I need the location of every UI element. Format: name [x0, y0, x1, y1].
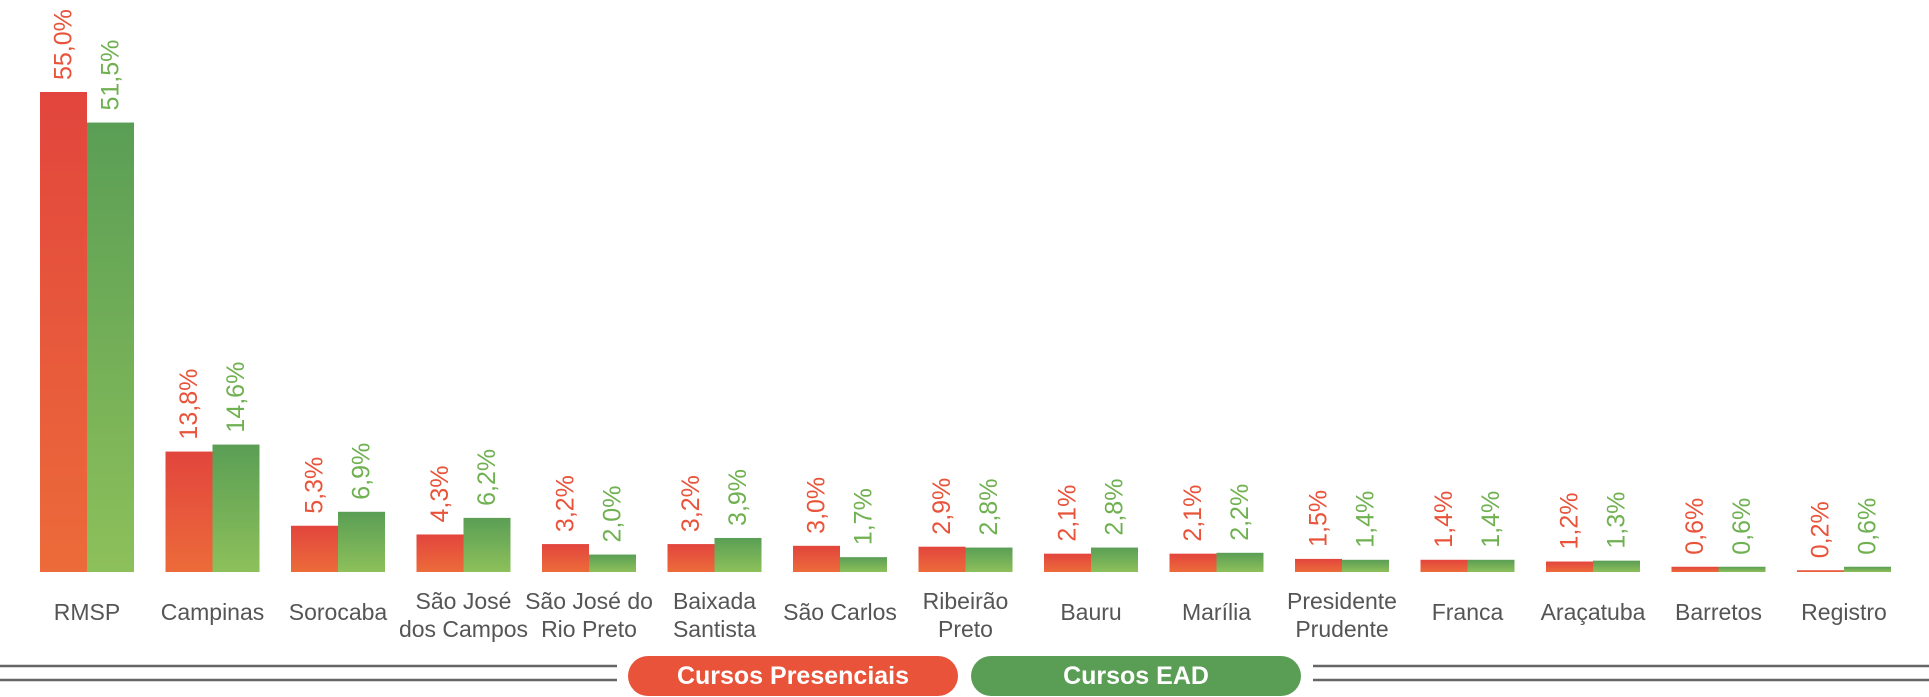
bar-ead-franca [1467, 559, 1515, 572]
value-label-presencial-rmsp: 55,0% [50, 9, 78, 80]
bar-ead-marilia [1216, 552, 1264, 572]
category-label-franca: Franca [1432, 599, 1504, 625]
value-label-presencial-aracatuba: 1,2% [1556, 493, 1584, 550]
legend-cursos-ead-label: Cursos EAD [1063, 661, 1209, 690]
value-label-presencial-sorocaba: 5,3% [301, 457, 329, 514]
value-label-ead-rmsp: 51,5% [97, 40, 125, 111]
category-label-barretos: Barretos [1675, 599, 1762, 625]
value-label-ead-sao-jose-dos-campos: 6,2% [473, 449, 501, 506]
legend-cursos-presenciais: Cursos Presenciais [628, 656, 958, 696]
bar-ead-sorocaba [338, 511, 385, 572]
bar-ead-barretos [1718, 566, 1766, 572]
bar-ead-rmsp [87, 122, 134, 572]
bar-ead-sao-carlos [840, 557, 887, 572]
value-label-presencial-baixada-santista: 3,2% [677, 475, 705, 532]
bar-presencial-barretos [1671, 566, 1719, 572]
value-labels-group: 55,0% 51,5% 13,8% 14,6% 5,3% 6,9% 4,3% 6,2% 3,2%… [50, 9, 1882, 558]
value-label-presencial-campinas: 13,8% [175, 369, 203, 440]
bar-ead-aracatuba [1593, 560, 1640, 572]
category-label-marilia: Marília [1182, 599, 1251, 625]
legend-cursos-ead: Cursos EAD [971, 656, 1301, 696]
value-label-presencial-sao-jose-do-rio-preto: 3,2% [552, 475, 580, 532]
bar-ead-presidente-prudente [1342, 559, 1389, 572]
bar-presencial-baixada-santista [667, 544, 715, 572]
value-label-ead-franca: 1,4% [1477, 491, 1505, 548]
category-label-sao-carlos: São Carlos [783, 599, 897, 625]
bar-presencial-bauru [1044, 553, 1091, 572]
value-label-presencial-sao-carlos: 3,0% [803, 477, 831, 534]
bar-presencial-sorocaba [291, 525, 338, 572]
bar-ead-bauru [1091, 547, 1138, 572]
value-label-ead-sao-carlos: 1,7% [850, 488, 878, 545]
bar-presencial-presidente-prudente [1295, 558, 1342, 572]
value-label-ead-baixada-santista: 3,9% [724, 469, 752, 526]
category-label-campinas: Campinas [161, 599, 265, 625]
value-label-ead-marilia: 2,2% [1226, 484, 1254, 541]
bar-presencial-franca [1420, 559, 1468, 572]
category-label-aracatuba: Araçatuba [1541, 599, 1646, 625]
category-label-bauru: Bauru [1060, 599, 1121, 625]
bar-presencial-registro [1797, 570, 1844, 572]
value-label-ead-campinas: 14,6% [222, 362, 250, 433]
bar-presencial-rmsp [40, 92, 87, 572]
value-label-ead-registro: 0,6% [1854, 498, 1882, 555]
value-label-presencial-ribeirao-preto: 2,9% [928, 478, 956, 535]
bar-presencial-sao-jose-do-rio-preto [542, 544, 589, 572]
legend-lines [0, 664, 1929, 682]
value-label-ead-presidente-prudente: 1,4% [1352, 491, 1380, 548]
category-label-registro: Registro [1801, 599, 1887, 625]
bar-ead-baixada-santista [714, 537, 762, 572]
value-label-presencial-registro: 0,2% [1807, 501, 1835, 558]
bar-ead-sao-jose-do-rio-preto [589, 554, 636, 572]
value-label-ead-ribeirao-preto: 2,8% [975, 479, 1003, 536]
bar-presencial-campinas [165, 451, 213, 572]
bar-presencial-sao-jose-dos-campos [416, 534, 464, 572]
bar-presencial-ribeirao-preto [918, 546, 966, 572]
bar-presencial-marilia [1169, 553, 1217, 572]
value-label-ead-sao-jose-do-rio-preto: 2,0% [599, 486, 627, 543]
category-label-rmsp: RMSP [54, 599, 120, 625]
value-label-ead-sorocaba: 6,9% [348, 443, 376, 500]
value-label-ead-aracatuba: 1,3% [1603, 492, 1631, 549]
bar-ead-ribeirao-preto [965, 547, 1013, 572]
value-label-presencial-marilia: 2,1% [1179, 485, 1207, 542]
bar-ead-campinas [212, 444, 260, 572]
bar-ead-sao-jose-dos-campos [463, 517, 511, 572]
legend-cursos-presenciais-label: Cursos Presenciais [676, 661, 910, 690]
category-label-sorocaba: Sorocaba [289, 599, 388, 625]
value-label-ead-bauru: 2,8% [1101, 479, 1129, 536]
value-label-presencial-sao-jose-dos-campos: 4,3% [426, 465, 454, 522]
value-label-presencial-presidente-prudente: 1,5% [1305, 490, 1333, 547]
value-label-presencial-bauru: 2,1% [1054, 485, 1082, 542]
bar-ead-registro [1844, 566, 1891, 572]
bars-group [40, 92, 1891, 572]
value-label-presencial-barretos: 0,6% [1681, 498, 1709, 555]
bar-presencial-sao-carlos [793, 545, 840, 572]
value-label-presencial-franca: 1,4% [1430, 491, 1458, 548]
value-label-ead-barretos: 0,6% [1728, 498, 1756, 555]
bar-presencial-aracatuba [1546, 561, 1593, 572]
